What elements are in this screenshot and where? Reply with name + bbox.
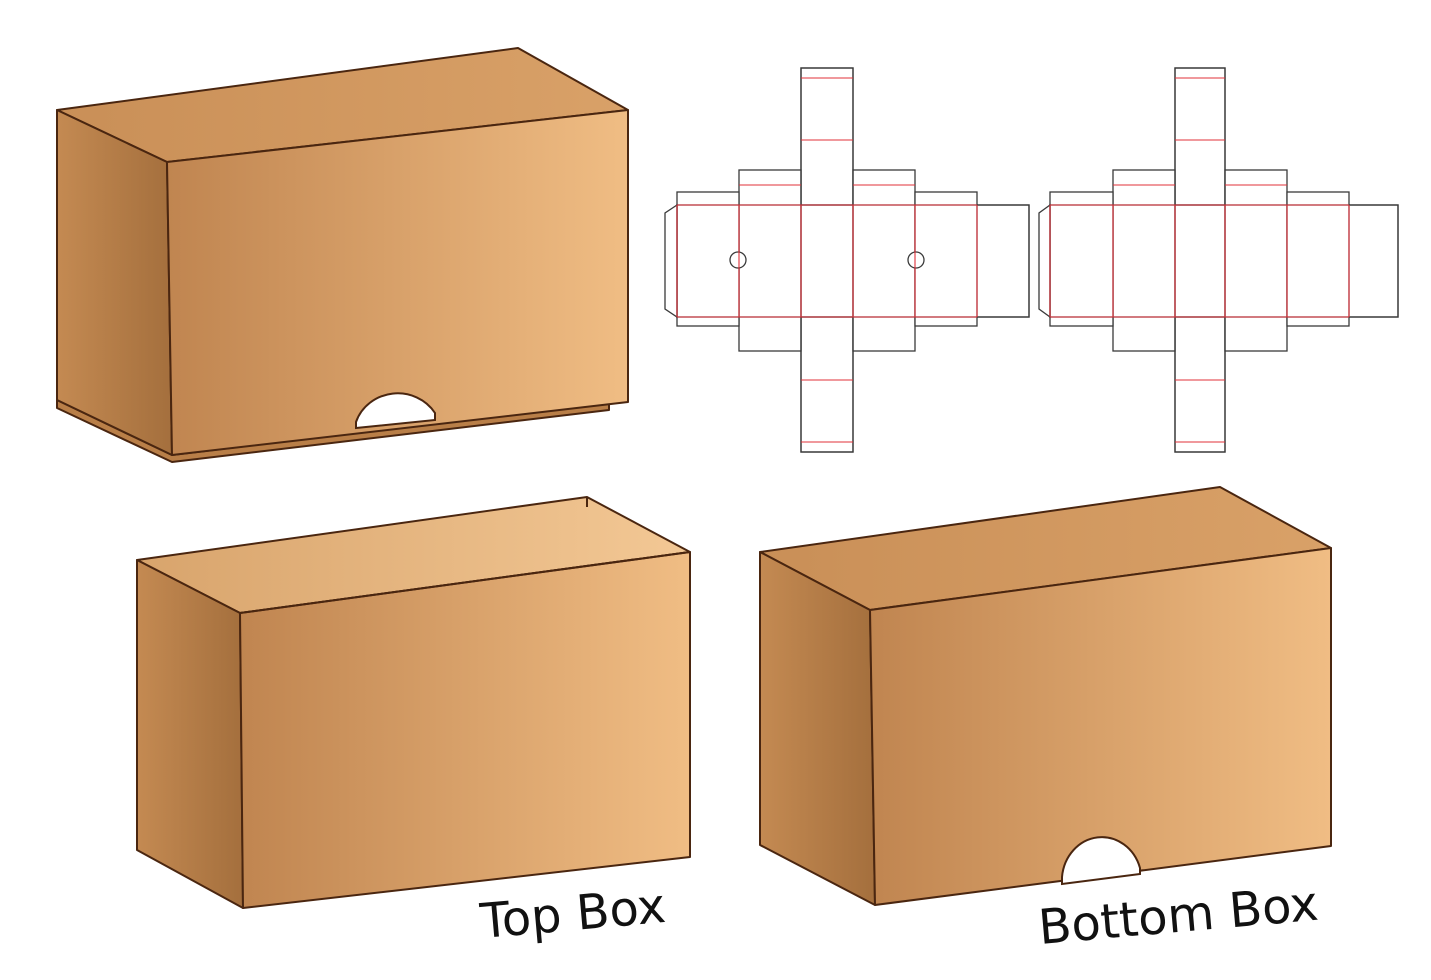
closed-box-side-face <box>56 109 173 456</box>
open-box-left-wall <box>136 559 244 909</box>
bottom-box-label: Bottom Box <box>1036 876 1320 956</box>
top-box-label: Top Box <box>477 878 668 950</box>
bottom-box-illustration <box>759 486 1332 906</box>
fold-lines <box>676 77 978 443</box>
bottom-box-front-face <box>869 547 1332 906</box>
thumb-notch <box>355 392 436 430</box>
fold-lines <box>1049 77 1350 443</box>
die-line-template-top-box <box>664 67 1030 453</box>
open-top-box-illustration <box>136 496 691 909</box>
cut-outline <box>1038 67 1399 453</box>
cut-outline <box>664 67 1030 453</box>
die-line-template-bottom-box <box>1038 67 1399 453</box>
thumb-notch <box>1061 836 1141 886</box>
open-box-front-wall <box>239 551 691 909</box>
closed-box-front-face <box>166 109 629 456</box>
closed-box-illustration <box>56 47 629 463</box>
bottom-box-side-face <box>759 551 876 906</box>
